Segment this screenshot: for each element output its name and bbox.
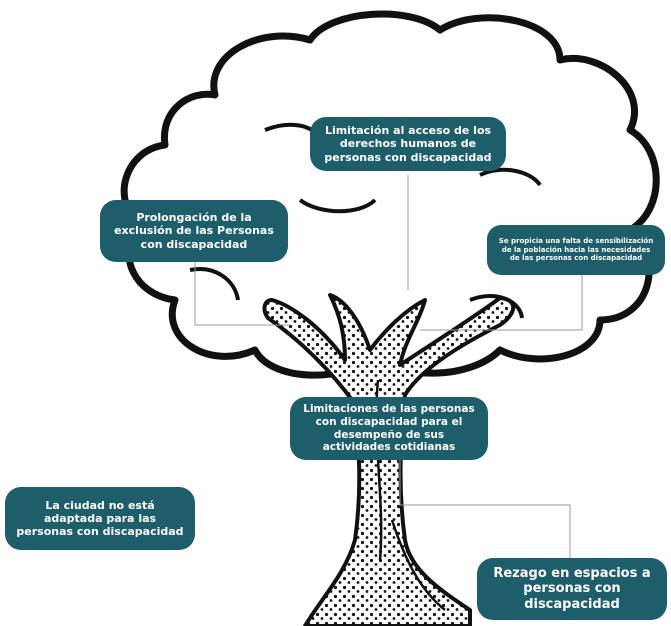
canopy-outline <box>120 10 660 379</box>
cause-left-text: La ciudad no está adaptada para las pers… <box>16 498 184 539</box>
effect-top-text: Limitación al acceso de los derechos hum… <box>324 124 492 164</box>
canopy-inner-curl <box>298 198 377 214</box>
effect-right-pill: Se propicia una falta de sensibilización… <box>487 225 665 275</box>
cause-right-pill: Rezago en espacios a personas con discap… <box>477 558 667 620</box>
effect-top-pill: Limitación al acceso de los derechos hum… <box>310 117 506 171</box>
connector-lines <box>194 175 583 560</box>
effect-left-text: Prolongación de la exclusión de las Pers… <box>114 211 274 251</box>
cause-left-pill: La ciudad no está adaptada para las pers… <box>5 487 195 550</box>
core-problem-text: Limitaciones de las personas con discapa… <box>303 403 475 454</box>
trunk-line <box>390 519 446 611</box>
effect-right-text: Se propicia una falta de sensibilización… <box>498 237 654 263</box>
canopy-inner-curl <box>479 167 542 187</box>
cause-right-text: Rezago en espacios a personas con discap… <box>493 565 651 612</box>
connector-line <box>420 275 583 331</box>
effect-left-pill: Prolongación de la exclusión de las Pers… <box>100 200 288 262</box>
core-problem-pill: Limitaciones de las personas con discapa… <box>290 397 488 460</box>
connector-line <box>399 460 571 560</box>
canopy-inner-curl <box>189 267 240 301</box>
connector-line <box>194 262 290 326</box>
